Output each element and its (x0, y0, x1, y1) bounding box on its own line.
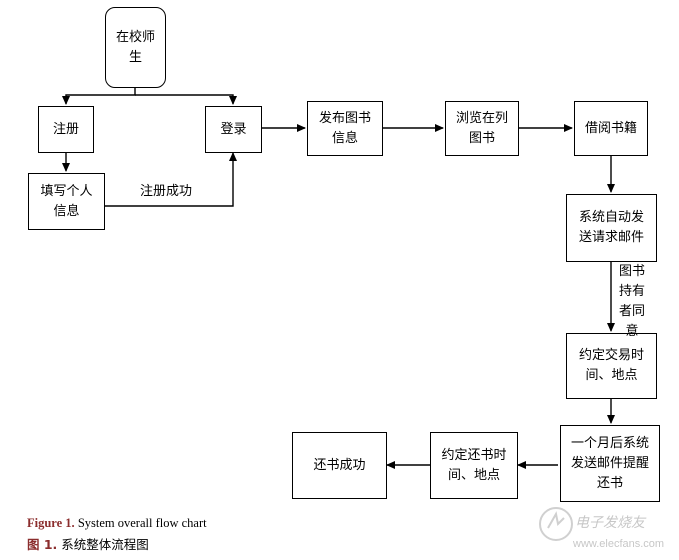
watermark-logo-icon (539, 507, 573, 541)
node-auto-email-label: 系统自动发 送请求邮件 (578, 210, 644, 245)
caption-chinese-prefix: 图 1. (27, 537, 58, 552)
caption-english-text: System overall flow chart (74, 516, 207, 530)
edge-start-login (135, 94, 237, 105)
node-month-reminder: 一个月后系统 发送邮件提醒 还书 (560, 425, 660, 502)
node-borrow-books-label: 借阅书籍 (584, 120, 637, 136)
node-teachers-students-label: 在校师生 (115, 29, 155, 65)
edge-fill-login (105, 152, 237, 207)
caption-chinese-text: 系统整体流程图 (57, 537, 149, 552)
node-register: 注册 (38, 106, 94, 153)
node-publish-book: 发布图书 信息 (307, 101, 383, 156)
node-month-reminder-label: 一个月后系统 发送邮件提醒 还书 (570, 435, 649, 491)
node-return-success-label: 还书成功 (313, 457, 366, 473)
edge-label-holder-agree: 图书持有者同意 (618, 264, 645, 339)
watermark-url: www.elecfans.com (573, 538, 665, 550)
node-register-label: 注册 (52, 121, 79, 137)
edge-start-split (62, 88, 136, 105)
node-teachers-students: 在校师生 (105, 7, 166, 88)
node-login: 登录 (205, 106, 262, 153)
node-browse-books-label: 浏览在列 图书 (455, 110, 508, 146)
node-login-label: 登录 (220, 121, 247, 137)
node-browse-books: 浏览在列 图书 (445, 101, 519, 156)
caption-english: Figure 1. System overall flow chart (27, 516, 207, 531)
node-fill-info-label: 填写个人 信息 (40, 183, 93, 219)
node-return-time-place-label: 约定还书时 间、地点 (441, 447, 507, 483)
node-fill-info: 填写个人 信息 (28, 173, 105, 230)
watermark-text: 电子发烧友 (575, 515, 645, 531)
edge-label-register-success: 注册成功 (140, 184, 193, 199)
caption-chinese: 图 1. 系统整体流程图 (27, 534, 149, 553)
node-set-time-place: 约定交易时 间、地点 (566, 333, 657, 399)
node-borrow-books: 借阅书籍 (574, 101, 648, 156)
node-set-time-place-label: 约定交易时 间、地点 (578, 348, 644, 383)
node-return-success: 还书成功 (292, 432, 387, 499)
node-return-time-place: 约定还书时 间、地点 (430, 432, 518, 499)
node-auto-email: 系统自动发 送请求邮件 (566, 194, 657, 262)
caption-english-prefix: Figure 1. (27, 516, 75, 530)
node-publish-book-label: 发布图书 信息 (318, 110, 371, 146)
